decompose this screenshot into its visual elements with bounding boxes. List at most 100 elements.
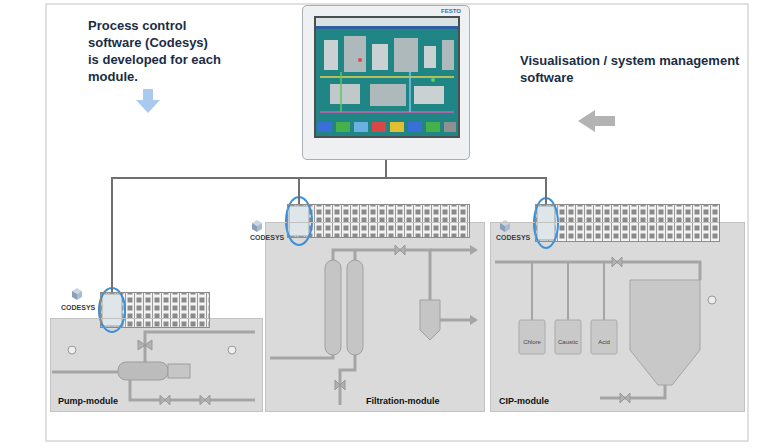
chemical-tank	[555, 320, 581, 354]
chemical-tank	[591, 320, 617, 354]
annotation-text: Visualisation / system management softwa…	[520, 52, 740, 86]
filter-vessel	[325, 260, 341, 355]
hmi-button	[444, 122, 456, 132]
filter-vessel	[347, 260, 363, 355]
hmi-button	[354, 122, 368, 132]
hmi-header	[316, 18, 458, 26]
hmi-block	[414, 86, 444, 104]
codesys-logo: CODESYS	[496, 234, 530, 242]
plc-controller: CODESYS	[535, 204, 720, 242]
left-arrow	[578, 110, 615, 132]
hmi-pipe	[340, 72, 342, 112]
hmi-vessel	[344, 36, 366, 72]
network-cable	[112, 160, 386, 292]
valve-symbol	[612, 257, 622, 267]
highlight-ellipse	[534, 198, 558, 248]
module-ground	[490, 222, 745, 412]
codesys-logo: CODESYS	[61, 304, 95, 312]
hmi-button	[408, 122, 422, 132]
pipe	[130, 380, 255, 400]
pipe	[495, 262, 700, 280]
module-panel: CIP-module CODESYS	[490, 222, 745, 412]
pipe	[270, 355, 333, 358]
instrument-symbol	[68, 346, 76, 354]
codesys-cube	[252, 223, 257, 232]
valve-symbol	[335, 380, 345, 390]
module-ground	[265, 222, 485, 412]
valve-symbol	[160, 395, 170, 405]
codesys-cube	[77, 291, 82, 300]
hmi-pipe	[409, 72, 411, 112]
highlight-ellipse	[99, 288, 125, 332]
down-arrow	[136, 89, 160, 113]
codesys-cube	[500, 223, 505, 232]
hmi-button	[390, 122, 404, 132]
hmi-button	[318, 122, 332, 132]
hmi-vessel	[442, 40, 454, 70]
pipe	[52, 371, 118, 374]
brand-logo: FESTO	[441, 8, 461, 15]
plc-controller: CODESYS	[287, 204, 470, 238]
network-cable	[299, 160, 386, 204]
module-ground	[50, 318, 263, 412]
instrument-symbol	[708, 296, 716, 304]
module-title: Filtration-module	[366, 396, 440, 406]
codesys-logo: CODESYS	[250, 234, 284, 242]
tank-label: Acid	[591, 339, 617, 346]
valve-symbol	[138, 340, 152, 350]
plc-controller: CODESYS	[100, 292, 210, 328]
hmi-button	[426, 122, 440, 132]
valve-symbol	[395, 245, 405, 255]
motor-symbol	[168, 364, 190, 378]
hmi-bezel	[302, 5, 470, 160]
tank-label: Caustic	[555, 339, 581, 346]
pipe	[340, 355, 355, 405]
tank-label: Chlore	[519, 339, 545, 346]
pipe	[438, 319, 470, 322]
hmi-screen-frame	[314, 16, 460, 138]
hmi-block	[370, 84, 406, 106]
pipe	[600, 385, 665, 398]
module-title: Pump-module	[58, 396, 118, 406]
codesys-cube	[257, 223, 262, 232]
instrument-symbol	[228, 346, 236, 354]
hmi-lamp	[358, 58, 362, 62]
figure-frame	[46, 4, 748, 441]
pipe	[145, 332, 255, 362]
hmi-vessel	[324, 40, 338, 70]
hmi-panel: FESTO	[302, 5, 470, 160]
cip-tank	[630, 280, 700, 385]
flow-arrow	[470, 245, 478, 255]
codesys-cube	[72, 291, 77, 300]
hmi-lamp	[431, 78, 435, 82]
hmi-vessel	[424, 46, 436, 68]
pipe	[532, 262, 604, 320]
pipe	[430, 249, 470, 252]
network-cable	[386, 160, 546, 204]
hmi-button	[372, 122, 386, 132]
module-panel: Pump-moduleCODESYS	[50, 318, 263, 412]
hmi-button	[336, 122, 350, 132]
hmi-screen	[316, 18, 458, 136]
pipe	[354, 250, 357, 260]
plc-rack	[100, 292, 210, 328]
module-panel: Filtration-moduleCODESYS	[265, 222, 485, 412]
flow-arrow	[470, 315, 478, 325]
plc-rack	[535, 204, 720, 242]
hmi-block	[330, 84, 360, 104]
codesys-cube	[505, 223, 510, 232]
hmi-vessel	[372, 44, 388, 70]
hmi-pipe	[320, 111, 454, 113]
plc-cpu	[289, 206, 309, 236]
chemical-tank	[519, 320, 545, 354]
plc-cpu	[537, 206, 555, 240]
hmi-vessel	[394, 38, 418, 72]
hmi-header-bar	[316, 26, 458, 29]
valve-symbol	[200, 395, 210, 405]
hmi-pipe	[320, 76, 454, 78]
plc-cpu	[102, 294, 122, 326]
plc-rack	[287, 204, 470, 238]
module-title: CIP-module	[499, 396, 549, 406]
annotation-text: Process control software (Codesys) is de…	[88, 17, 222, 85]
pump-symbol	[118, 362, 168, 380]
